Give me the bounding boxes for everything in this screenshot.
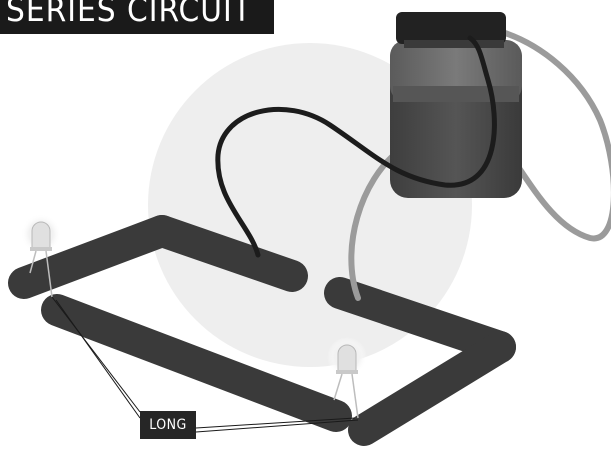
track-segment-long-bottom xyxy=(41,294,352,432)
track-segment-upper-right xyxy=(146,215,308,292)
track-segment-right-diagonal xyxy=(324,277,516,363)
diagram-title: SERIES CIRCUIT xyxy=(0,0,274,34)
track xyxy=(8,215,516,446)
led-left xyxy=(21,214,61,298)
track-segment-upper-left xyxy=(8,215,178,299)
black-wire xyxy=(215,35,497,258)
long-callout-lines xyxy=(51,296,359,433)
led-right-lead-long xyxy=(351,373,359,419)
led-right xyxy=(327,337,367,419)
battery-cap xyxy=(396,12,506,44)
battery xyxy=(390,12,522,198)
led-right-lead-short xyxy=(333,373,343,401)
gray-wire xyxy=(348,30,611,301)
led-left-lead-long xyxy=(45,250,53,298)
track-segment-right-return xyxy=(348,331,516,446)
led-left-lead-short xyxy=(29,250,37,274)
long-lead-label: LONG xyxy=(140,411,196,439)
